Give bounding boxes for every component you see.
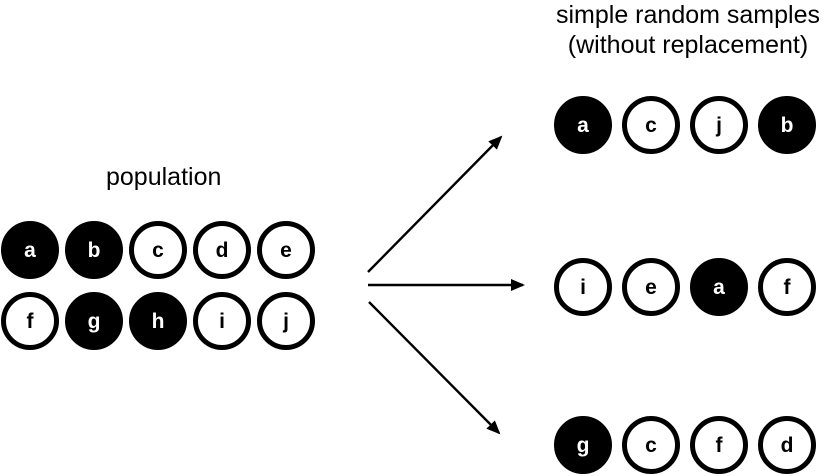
sample-1-circle-j: j [690, 96, 748, 154]
circle-letter: d [780, 433, 794, 457]
sample-2-circle-a: a [690, 258, 748, 316]
population-circle-j: j [257, 292, 315, 350]
population-circle-i: i [193, 292, 251, 350]
sample-2-circle-f: f [758, 258, 816, 316]
sample-1-circle-c: c [622, 96, 680, 154]
circle-letter: d [215, 238, 229, 262]
circle-letter: j [716, 113, 722, 137]
circle-letter: c [152, 238, 164, 262]
circle-letter: a [713, 275, 725, 299]
population-circle-c: c [129, 221, 187, 279]
title-line-1: simple random samples [556, 1, 820, 29]
circle-letter: f [715, 433, 723, 457]
circle-letter: f [26, 309, 34, 333]
population-label: population [106, 163, 222, 191]
circle-letter: b [780, 113, 794, 137]
circle-letter: e [280, 238, 292, 262]
sample-1-circle-a: a [554, 96, 612, 154]
sample-3-circle-c: c [622, 416, 680, 474]
circle-letter: i [219, 309, 225, 333]
circle-letter: i [580, 275, 586, 299]
circle-letter: j [283, 309, 289, 333]
sample-3-circle-g: g [554, 416, 612, 474]
circle-letter: a [577, 113, 589, 137]
population-group: a b c d e f g h i j [1, 221, 315, 350]
circle-letter: c [645, 433, 657, 457]
circle-letter: f [783, 275, 791, 299]
population-circle-h: h [129, 292, 187, 350]
arrow-icon-sample-1 [367, 135, 503, 273]
population-circle-f: f [1, 292, 59, 350]
circle-letter: g [576, 433, 590, 457]
population-circle-a: a [1, 221, 59, 279]
sample-1-circle-b: b [758, 96, 816, 154]
population-circle-g: g [65, 292, 123, 350]
circle-letter: b [87, 238, 101, 262]
circle-letter: a [24, 238, 36, 262]
diagram-title: simple random samples (without replaceme… [540, 0, 833, 60]
sample-2-circle-e: e [622, 258, 680, 316]
population-circle-b: b [65, 221, 123, 279]
arrow-icon-sample-3 [368, 301, 501, 435]
sample-3-circle-d: d [758, 416, 816, 474]
population-row-1: a b c d e [1, 221, 315, 279]
population-circle-d: d [193, 221, 251, 279]
circle-letter: e [645, 275, 657, 299]
circle-letter: c [645, 113, 657, 137]
sample-2-circle-i: i [554, 258, 612, 316]
population-circle-e: e [257, 221, 315, 279]
sample-3-circle-f: f [690, 416, 748, 474]
circle-letter: h [151, 309, 165, 333]
population-row-2: f g h i j [1, 292, 315, 350]
title-line-2: (without replacement) [567, 31, 809, 59]
circle-letter: g [87, 309, 101, 333]
